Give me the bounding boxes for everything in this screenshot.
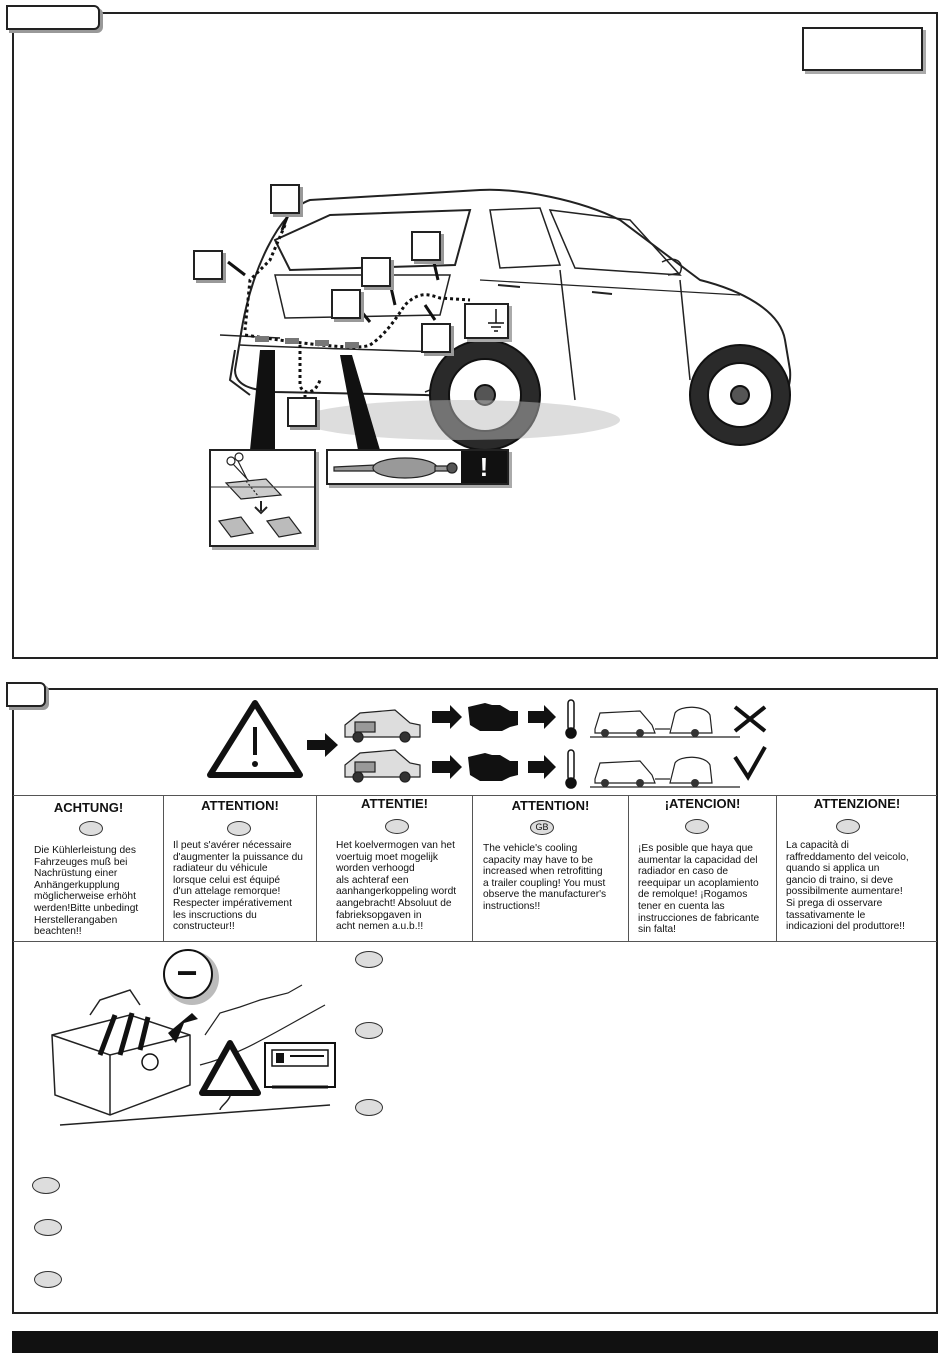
warning-grid-top (13, 795, 937, 796)
minus-terminal-icon (163, 949, 219, 1005)
radio-display-icon (264, 1042, 336, 1089)
language-oval-gb: GB (530, 820, 554, 835)
check-icon (733, 746, 767, 781)
language-oval-it (836, 819, 860, 834)
battery-language-oval-5 (34, 1219, 62, 1236)
warning-text-de: Die Kühlerleistung des Fahrzeuges muß be… (34, 845, 139, 938)
callout-box-5 (331, 289, 361, 319)
battery-language-oval-2 (355, 1022, 383, 1039)
exhaust-warning-mark: ! (461, 451, 507, 483)
bumper-cutout-detail (209, 449, 316, 547)
exhaust-muffler-icon (333, 457, 458, 479)
ground-icon (488, 309, 504, 332)
cross-icon (733, 705, 767, 733)
minus-symbol: − (176, 952, 198, 993)
warning-divider-2 (316, 795, 317, 941)
warning-grid-bottom (13, 941, 937, 942)
battery-language-oval-6 (34, 1271, 62, 1288)
warning-heading-gb: ATTENTION! (511, 798, 590, 813)
language-oval-es (685, 819, 709, 834)
warning-divider-5 (776, 795, 777, 941)
warning-text-it: La capacità di raffreddamento del veicol… (786, 840, 909, 933)
footer-bar (12, 1331, 938, 1353)
warning-triangle-icon (207, 700, 303, 778)
cooling-warning-flow (207, 699, 767, 789)
warning-heading-de: ACHTUNG! (53, 800, 124, 815)
warning-heading-nl: ATTENTIE! (361, 796, 428, 811)
warning-divider-3 (472, 795, 473, 941)
scissors-cut-illustration (211, 452, 314, 538)
language-oval-nl (385, 819, 409, 834)
battery-language-oval-4 (32, 1177, 60, 1194)
thermometer-icon (565, 699, 577, 789)
engine-icon (468, 703, 518, 781)
language-oval-fr (227, 821, 251, 836)
callout-box-2 (193, 250, 223, 280)
exhaust-warning-box: ! (326, 449, 509, 485)
part-number-box (802, 27, 923, 71)
callout-box-7 (287, 397, 317, 427)
warning-instructions-frame (12, 688, 938, 1314)
callout-box-1 (270, 184, 300, 214)
warning-text-nl: Het koelvermogen van het voertuig moet m… (336, 840, 457, 933)
warning-text-gb: The vehicle's cooling capacity may have … (483, 843, 607, 912)
warning-divider-1 (163, 795, 164, 941)
warning-triangle-small-icon (199, 1040, 261, 1096)
car-rear-wiring-illustration (219, 188, 792, 451)
installation-diagram-frame (12, 12, 938, 659)
warning-heading-es: ¡ATENCION! (664, 796, 741, 811)
warning-text-fr: Il peut s'avérer nécessaire d'augmenter … (173, 840, 303, 933)
callout-box-4 (361, 257, 391, 287)
warning-heading-fr: ATTENTION! (201, 798, 279, 813)
step-number-tab (6, 5, 100, 30)
warning-heading-it: ATTENZIONE! (813, 796, 901, 811)
step-number-tab-2 (6, 682, 46, 707)
language-oval-de (79, 821, 103, 836)
battery-language-oval-3 (355, 1099, 383, 1116)
front-wheel (689, 344, 791, 446)
callout-box-6 (421, 323, 451, 353)
warning-text-es: ¡Es posible que haya que aumentar la cap… (638, 843, 760, 936)
callout-box-3 (411, 231, 441, 261)
battery-disconnect-illustration (51, 949, 336, 1126)
ground-box (464, 303, 509, 339)
warning-divider-4 (628, 795, 629, 941)
battery-language-oval-1 (355, 951, 383, 968)
